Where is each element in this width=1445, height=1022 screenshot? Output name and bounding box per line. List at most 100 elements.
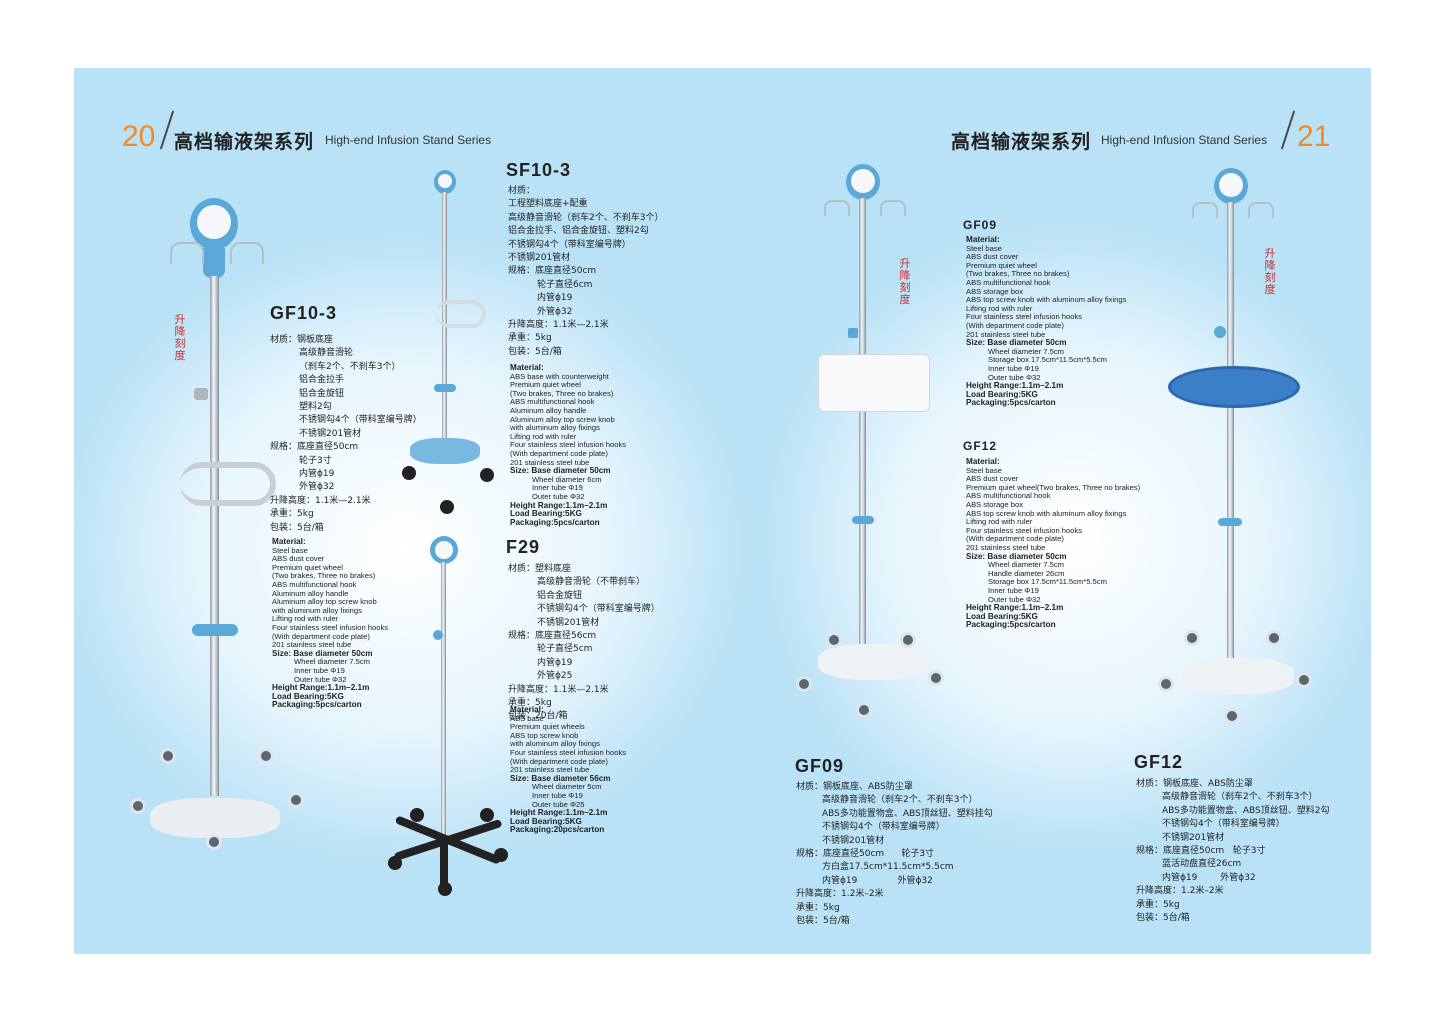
base-icon xyxy=(440,836,448,886)
spec-line: Inner tube Φ19 xyxy=(532,790,583,800)
spec-line: Premium quiet wheels xyxy=(510,722,585,732)
spec-line: 不锈钢201管材 xyxy=(537,617,600,628)
wheel-icon xyxy=(440,500,454,514)
spec-line: 工程塑料底座+配重 xyxy=(508,199,588,210)
spec-line: Inner tube Φ19 xyxy=(532,483,583,493)
spec-line: Aluminum alloy top screw knob xyxy=(272,597,377,607)
spec-line: 升降高度：1.2米–2米 xyxy=(1136,886,1224,897)
gf10-3-stand-image xyxy=(130,198,350,858)
page-number-right: 21 xyxy=(1297,120,1331,153)
spec-line: 外管ϕ32 xyxy=(537,306,573,317)
lift-scale-label-left: 升降刻度 xyxy=(174,313,186,362)
spec-line: Height Range:1.1m–2.1m xyxy=(510,808,608,818)
f29-stand-image xyxy=(386,536,516,898)
model-gf10-3: GF10-3 xyxy=(270,303,338,323)
spec-line: 不锈钢201管材 xyxy=(508,253,571,264)
wheel-icon xyxy=(130,798,146,814)
gf12-spec-cn: 材质：钢板底座、ABS防尘罩 高级静音滑轮（刹车2个、不刹车3个） ABS多功能… xyxy=(1136,778,1330,925)
spec-line: 升降高度：1.1米—2.1米 xyxy=(508,320,609,331)
spec-heading: Material: xyxy=(510,705,544,714)
spec-line: 内管ϕ19 xyxy=(537,293,573,304)
gf12-stand-image xyxy=(1158,168,1318,728)
spec-line: Wheel diameter 5cm xyxy=(532,782,602,792)
spec-line: Outer tube Φ32 xyxy=(988,372,1041,382)
infusion-pole xyxy=(210,276,219,796)
wheel-icon xyxy=(206,834,222,850)
spec-line: Size: Base diameter 56cm xyxy=(510,773,611,783)
spec-line: ABS multifunctional hook xyxy=(966,491,1051,501)
spec-line: Premium quiet wheel xyxy=(966,260,1037,270)
hook-right-icon xyxy=(1248,202,1274,218)
spec-line: 承重：5kg xyxy=(508,698,552,709)
spec-line: 铝合金旋钮 xyxy=(537,590,583,601)
spec-line: 不锈钢勾4个（带科室编号牌） xyxy=(299,415,422,426)
spec-line: Packaging:5pcs/carton xyxy=(510,517,600,527)
spec-line: Packaging:5pcs/carton xyxy=(966,620,1056,630)
hook-right-icon xyxy=(230,242,264,264)
spec-line: 内管ϕ19 外管ϕ32 xyxy=(1162,872,1256,883)
wheel-icon xyxy=(1296,672,1312,688)
spec-line: 包装：20台/箱 xyxy=(508,711,568,722)
spec-line: Steel base xyxy=(966,465,1002,475)
spec-line: 升降高度：1.1米—2.1米 xyxy=(270,495,371,506)
spec-line: 规格：底座直径50cm 轮子3寸 xyxy=(796,849,935,860)
spec-line: Premium quiet wheel(Two brakes, Three no… xyxy=(966,482,1141,492)
height-dial-icon xyxy=(846,164,880,200)
wheel-icon xyxy=(1224,708,1240,724)
spec-line: Storage box 17.5cm*11.5cm*5.5cm xyxy=(988,355,1107,365)
hook-ring-icon xyxy=(192,624,238,636)
spec-line: Steel base xyxy=(272,545,308,555)
spec-heading: Material: xyxy=(966,235,1000,244)
wheel-icon xyxy=(402,466,416,480)
spec-line: Load Bearing:5KG xyxy=(510,509,582,519)
hook-left-icon xyxy=(824,200,850,216)
spec-line: Height Range:1.1m–2.1m xyxy=(966,603,1064,613)
spec-line: (Two brakes, Three no brakes) xyxy=(966,269,1070,279)
spec-line: Load Bearing:5KG xyxy=(510,816,582,826)
wheel-icon xyxy=(900,632,916,648)
wheel-icon xyxy=(288,792,304,808)
spec-line: ABS multifunctional hook xyxy=(966,277,1051,287)
spec-line: ABS multifunctional hook xyxy=(272,579,357,589)
spec-line: Lifting rod with ruler xyxy=(510,431,577,441)
base-icon xyxy=(818,644,928,680)
sf10-3-spec-en: Material: ABS base with counterweight Pr… xyxy=(510,363,627,527)
spec-line: Inner tube Φ19 xyxy=(988,585,1039,595)
model-gf09: GF09 xyxy=(795,756,845,776)
spec-line: 201 stainless steel tube xyxy=(966,542,1046,552)
spec-line: (With department code plate) xyxy=(510,448,608,458)
spec-line: Lifting rod with ruler xyxy=(272,614,339,624)
hook-ring-icon xyxy=(1218,518,1242,526)
spec-line: Size: Base diameter 50cm xyxy=(510,466,611,476)
spec-line: 内管ϕ19 xyxy=(299,469,335,480)
header-slash-left xyxy=(159,110,175,150)
spec-line: 轮子直径5cm xyxy=(537,644,593,655)
spec-line: 铝合金拉手 xyxy=(299,375,345,386)
spec-line: 蓝活动盘直径26cm xyxy=(1162,859,1242,870)
spec-line: 轮子3寸 xyxy=(299,455,332,466)
spec-line: 不锈钢201管材 xyxy=(1162,832,1225,843)
wheel-icon xyxy=(160,748,176,764)
spec-line: Packaging:5pcs/carton xyxy=(272,700,362,710)
spec-line: ABS base xyxy=(510,713,544,723)
gf09-stand-image xyxy=(796,164,946,724)
spec-line: with aluminum alloy fixings xyxy=(510,423,600,433)
spec-line: Outer tube Φ32 xyxy=(988,594,1041,604)
spec-line: Inner tube Φ19 xyxy=(294,665,345,675)
spec-line: 方白盒17.5cm*11.5cm*5.5cm xyxy=(822,862,954,873)
gf10-3-spec-en: Material: Steel base ABS dust cover Prem… xyxy=(272,537,388,710)
spec-line: 升降高度：1.1米—2.1米 xyxy=(508,684,609,695)
spec-line: Size: Base diameter 50cm xyxy=(272,648,373,658)
gf09-spec-en: Material: Steel base ABS dust cover Prem… xyxy=(966,235,1126,408)
spec-line: 材质：钢板底座、ABS防尘罩 xyxy=(1136,779,1253,789)
spec-line: ABS top screw knob xyxy=(510,730,579,740)
spec-line: with aluminum alloy fixings xyxy=(272,605,362,615)
gf10-3-spec-cn: 材质：钢板底座 高级静音滑轮 （刹车2个、不刹车3个） 铝合金拉手 铝合金旋钮 … xyxy=(270,334,422,535)
spec-line: Four stainless steel infusion hooks xyxy=(510,440,627,450)
header-title-en-right: High-end Infusion Stand Series xyxy=(1101,133,1268,147)
spec-line: Wheel diameter 7.5cm xyxy=(988,346,1064,356)
spec-line: Four stainless steel infusion hooks xyxy=(510,747,627,757)
spec-line: 包装：5台/箱 xyxy=(1136,913,1190,924)
infusion-pole xyxy=(1227,202,1234,662)
spec-line: 塑料2勾 xyxy=(299,402,332,413)
